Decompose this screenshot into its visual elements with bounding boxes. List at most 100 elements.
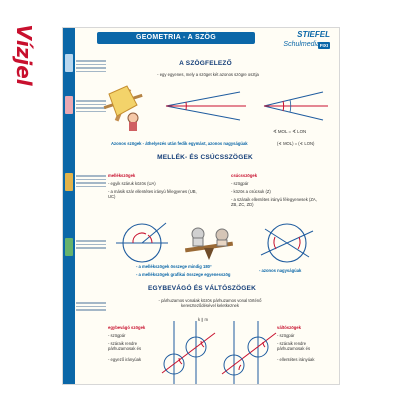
note-line <box>76 247 106 249</box>
diagram-circle <box>185 336 207 358</box>
bisector-formula: ∢ MOL = ∢ LON <box>273 129 307 134</box>
adjacent-line-2: - a másik szár ellentétes irányú félegye… <box>108 189 197 200</box>
side-notes-1 <box>76 60 106 74</box>
sidebar-swatch-5 <box>65 300 73 318</box>
corresponding-line-2: - száraik rendre párhuzamosak és <box>108 341 142 352</box>
vertical-line-3: - a száraik ellentétes irányú félegyenes… <box>231 197 317 208</box>
angle-arc <box>200 340 205 348</box>
note-line <box>76 103 106 106</box>
sidebar <box>63 28 75 384</box>
bisector-diagram <box>165 91 328 121</box>
note-line <box>76 110 106 113</box>
diagram-line <box>141 222 167 244</box>
figure-body <box>129 122 137 131</box>
note-line <box>76 240 106 242</box>
note-line <box>76 67 106 69</box>
animal-body <box>192 237 204 247</box>
side-notes-5 <box>76 302 106 313</box>
angle-arc <box>289 99 292 113</box>
corresponding-line-3: - egyező irányúak <box>108 357 142 362</box>
watermark-text: Vízjel <box>12 24 36 86</box>
alternate-angles-diagram <box>221 321 277 384</box>
section-subtitle-angle-bisector: - egy egyenes, mely a szöget két azonos … <box>157 72 259 77</box>
bisector-caption: Azonos szögek - áthelyezés után fedik eg… <box>111 141 248 146</box>
alternate-line-3: - ellentétes irányúak <box>277 357 315 362</box>
angle-arc <box>178 357 183 365</box>
diagram-line <box>165 105 241 121</box>
brand-tag: FIXI <box>317 42 330 49</box>
watermark: Vízjel <box>8 3 42 113</box>
diagram-line <box>263 105 324 121</box>
diagram-line <box>221 332 277 375</box>
brand-bottom: Schulmedia <box>283 41 320 48</box>
alternate-line-2: - száraik rendre párhuzamosak és <box>277 341 311 352</box>
side-notes-2 <box>76 100 106 114</box>
note-line <box>76 175 106 177</box>
alternate-heading: váltószögek <box>277 325 301 330</box>
side-notes-4 <box>76 240 106 251</box>
poster: GEOMETRIA - A SZÖG STIEFEL Schulmedia FI… <box>62 27 340 385</box>
note-line <box>76 60 106 62</box>
section-title-adjacent-vertical: MELLÉK- ÉS CSÚCSSZÖGEK <box>157 154 253 161</box>
corresponding-line-1: - szögpár <box>108 333 126 338</box>
angle-arc <box>282 100 285 112</box>
sidebar-swatch-4 <box>65 238 73 256</box>
vertical-note: - azonos nagyságúak <box>259 268 302 273</box>
note-line <box>76 185 106 188</box>
bisector-caption-2: (∢ MOL) = (∢ LON) <box>277 141 315 146</box>
figure-head <box>127 112 139 124</box>
section-title-angle-bisector: A SZÖGFELEZŐ <box>179 60 232 67</box>
diagram-circle <box>267 223 307 263</box>
seesaw-illustration <box>184 227 234 260</box>
angle-arc <box>262 341 266 348</box>
diagram-line <box>165 91 241 107</box>
sidebar-swatch-3 <box>65 173 73 191</box>
vertical-line-1: - szögpár <box>231 181 249 186</box>
diagram-circle <box>163 353 185 375</box>
brand-top: STIEFEL <box>297 30 330 39</box>
side-notes-3 <box>76 175 106 189</box>
note-line <box>76 302 106 304</box>
note-line <box>76 107 106 109</box>
angle-arc <box>273 236 277 250</box>
corresponding-angles-diagram <box>161 321 216 384</box>
note-line <box>76 182 106 184</box>
adjacent-line-1: - egyik száruk közös (UA) <box>108 181 156 186</box>
diagram-line <box>264 228 310 258</box>
vertical-angles-diagram <box>260 223 314 263</box>
adjacent-heading: mellékszögek <box>108 173 136 178</box>
diagram-line <box>263 91 324 107</box>
note-line <box>76 63 106 66</box>
note-line <box>76 178 106 181</box>
angle-arc <box>132 232 147 244</box>
animal-head <box>215 228 229 242</box>
note-line <box>76 100 106 102</box>
section-title-corresponding-alternate: EGYBEVÁGÓ ÉS VÁLTÓSZÖGEK <box>148 285 256 292</box>
adjacent-angles-diagram <box>116 222 168 263</box>
alternate-line-1: - szögpár <box>277 333 295 338</box>
corresponding-heading: egybevágó szögek <box>108 325 146 330</box>
sidebar-swatch-2 <box>65 96 73 114</box>
vertical-heading: csúcsszögek <box>231 173 258 178</box>
seesaw-support <box>204 248 214 260</box>
diagram-circle <box>223 354 245 376</box>
brand-logo: STIEFEL Schulmedia FIXI <box>268 30 330 56</box>
angle-arc <box>147 234 153 244</box>
vertical-line-2: - közös a csúcsuk (Z) <box>231 189 271 194</box>
section-subtitle-corresponding-alternate: - párhuzamos vonalak közös párhuzamos vo… <box>158 298 262 309</box>
parallel-label: k ∥ m <box>197 317 208 322</box>
bisector-kite-illustration <box>103 85 143 131</box>
note-line <box>76 309 106 311</box>
animal-body <box>216 239 228 247</box>
poster-title: GEOMETRIA - A SZÖG <box>97 32 255 44</box>
kite-sail <box>108 85 138 117</box>
angle-arc <box>297 236 301 250</box>
diagram-circle <box>247 336 269 358</box>
angle-arc <box>238 364 242 371</box>
adjacent-note-2: - a mellékszögek grafikai összege egyene… <box>136 272 231 277</box>
adjacent-note-1: - a mellékszögek összege mindig 180° <box>136 264 212 269</box>
note-line <box>76 305 106 308</box>
note-line <box>76 70 106 73</box>
note-line <box>76 243 106 246</box>
sidebar-swatch-1 <box>65 54 73 72</box>
